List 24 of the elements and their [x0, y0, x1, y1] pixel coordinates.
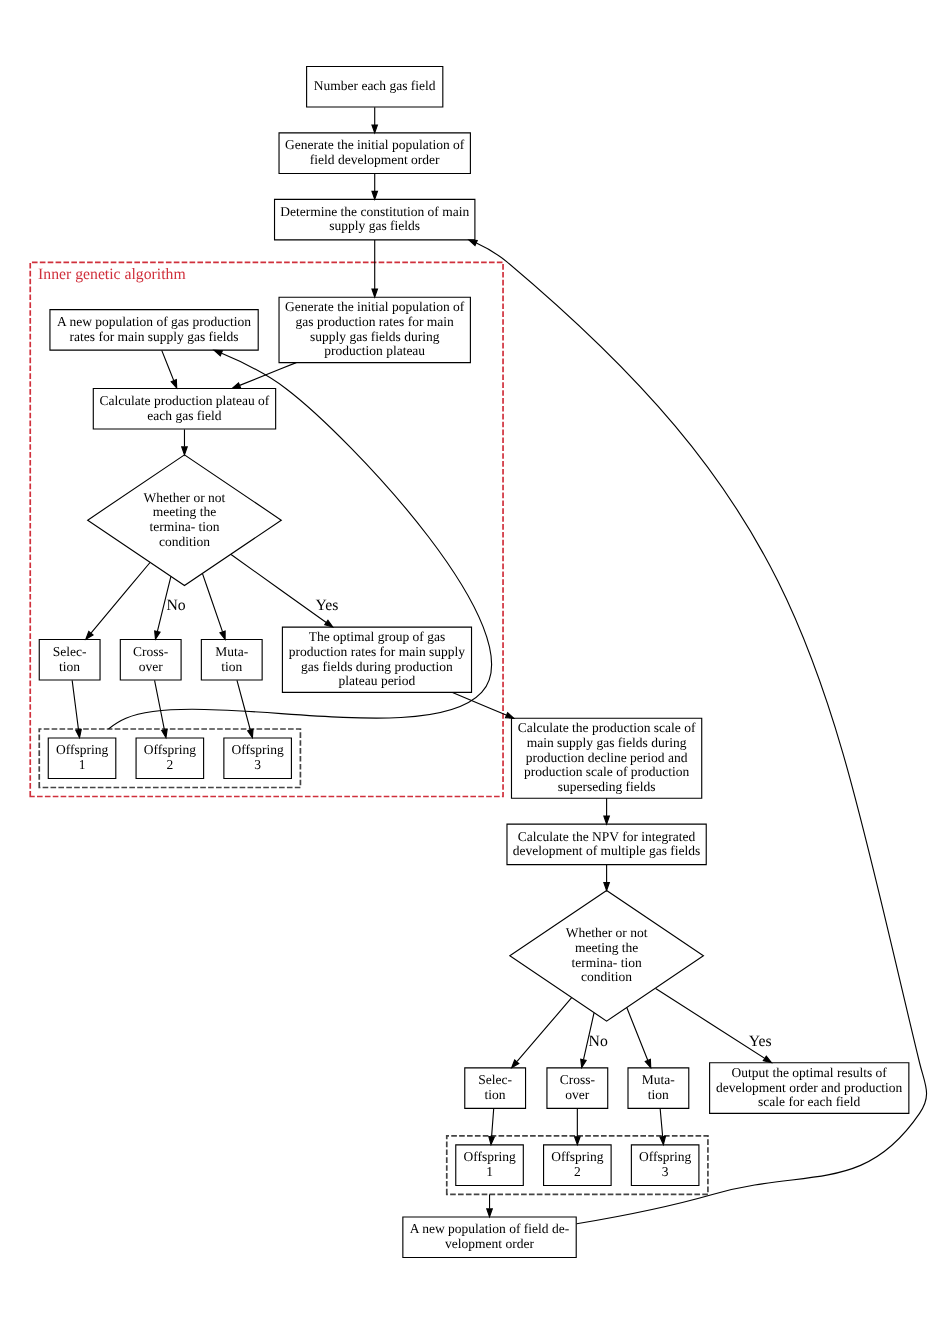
arrow: [230, 553, 335, 629]
arrow: [655, 987, 773, 1064]
arrow: [201, 573, 226, 641]
arrow: [626, 1007, 652, 1070]
arrow: [230, 362, 297, 389]
arrow: [107, 349, 492, 730]
arrow: [467, 239, 928, 1225]
edge-label: Yes: [748, 1032, 772, 1051]
arrow: [236, 679, 254, 740]
arrow: [71, 679, 82, 740]
arrow: [573, 1107, 581, 1147]
arrow: [154, 575, 172, 641]
arrow: [488, 1107, 496, 1147]
arrow: [580, 1012, 595, 1070]
arrow: [371, 239, 379, 299]
edge-label: No: [588, 1032, 608, 1051]
arrow: [510, 997, 573, 1070]
arrow: [161, 349, 178, 390]
arrow: [451, 691, 516, 719]
arrow: [84, 561, 151, 641]
edge-label: Yes: [315, 596, 339, 615]
edge-label: No: [166, 596, 186, 615]
arrow: [154, 679, 168, 740]
arrow: [659, 1107, 667, 1147]
